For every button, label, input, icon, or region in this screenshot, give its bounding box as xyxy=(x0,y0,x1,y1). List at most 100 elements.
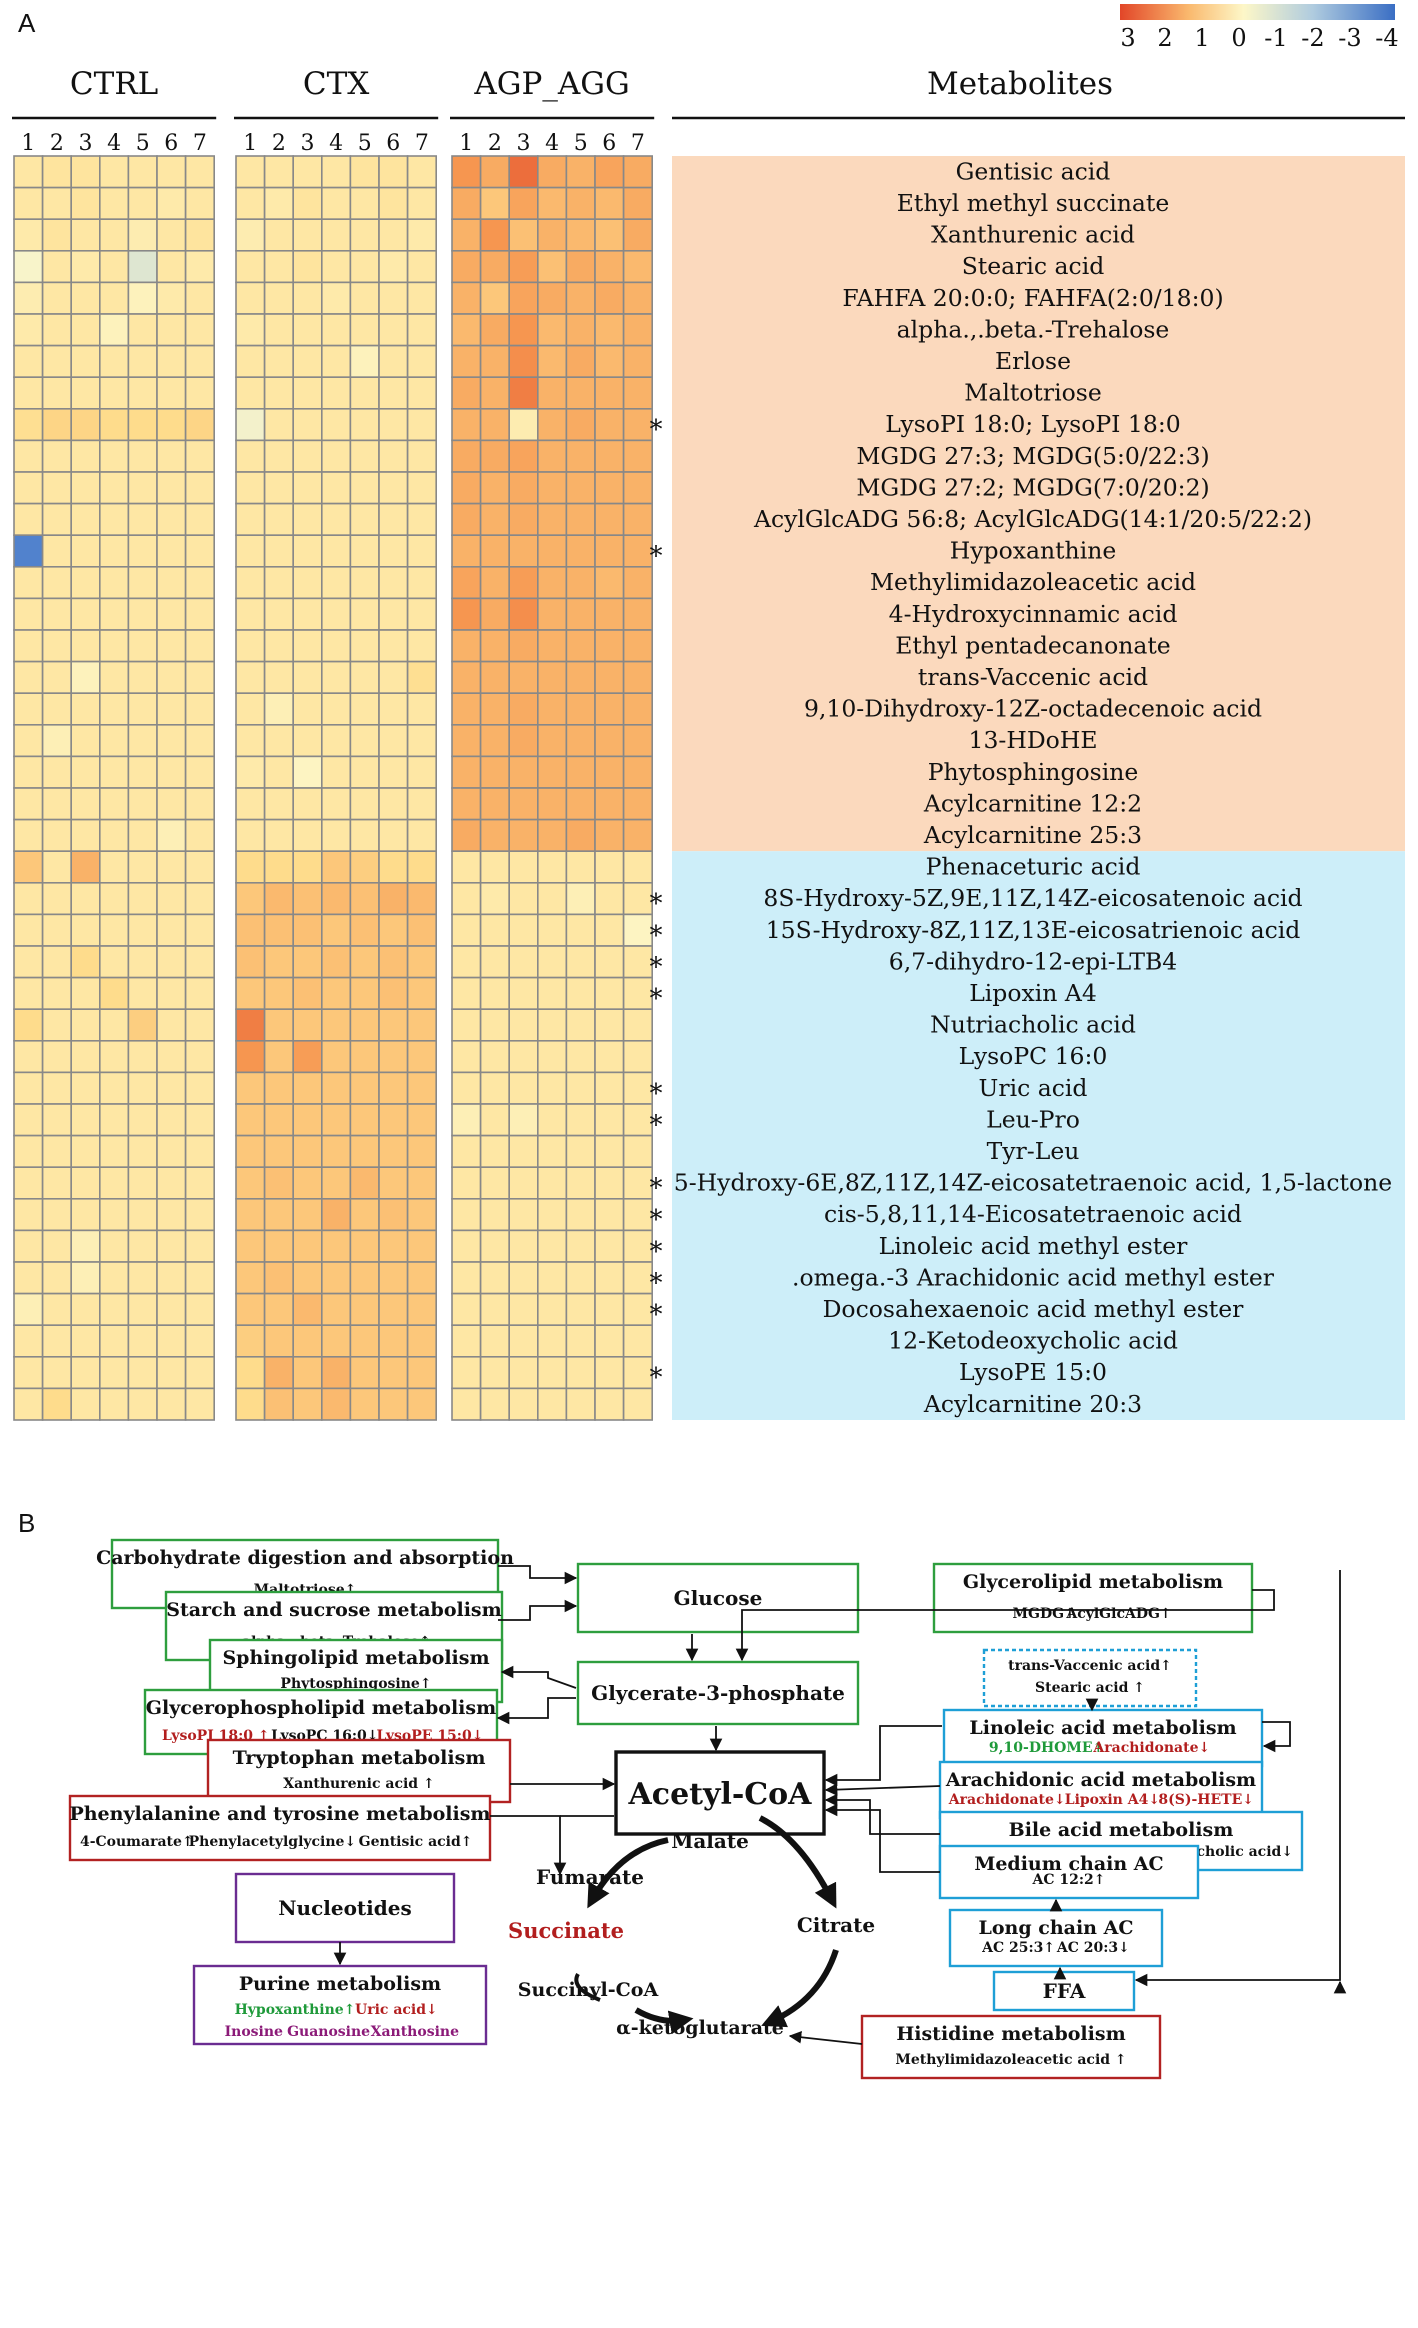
heatmap-cell xyxy=(99,597,130,631)
heatmap-cell xyxy=(479,281,511,315)
heatmap-cell xyxy=(349,660,380,694)
heatmap-cell xyxy=(378,976,409,1010)
metabolite-name: Methylimidazoleacetic acid xyxy=(870,568,1196,596)
heatmap-cell xyxy=(127,850,158,884)
pathway-boxes: Carbohydrate digestion and absorptionMal… xyxy=(68,1538,1304,2080)
heatmap-cell xyxy=(41,565,72,600)
heatmap-cell xyxy=(320,1356,352,1390)
heatmap-cell xyxy=(13,1356,44,1390)
heatmap-cell xyxy=(594,1229,625,1263)
group-title: AGP_AGG xyxy=(473,66,629,102)
heatmap-cell xyxy=(622,344,653,379)
heatmap-cell xyxy=(508,439,539,473)
heatmap-cell xyxy=(406,1008,438,1042)
heatmap-cell xyxy=(479,1324,511,1358)
heatmap-cell xyxy=(508,186,539,221)
heatmap-cell xyxy=(235,945,266,979)
heatmap-cell xyxy=(406,1103,438,1137)
heatmap-cell xyxy=(184,250,216,284)
heatmap-cell xyxy=(406,787,438,821)
heatmap-cell xyxy=(320,344,352,379)
heatmap-cell xyxy=(184,344,216,379)
heatmap-cell xyxy=(263,376,295,410)
heatmap-cell xyxy=(622,186,653,221)
heatmap-cell xyxy=(594,250,625,284)
heatmap-cell xyxy=(406,945,438,979)
heatmap-cell xyxy=(127,913,158,947)
heatmap-cell xyxy=(508,1198,539,1232)
heatmap-cell xyxy=(41,1008,72,1042)
heatmap-cell xyxy=(594,629,625,663)
heatmap-cell xyxy=(292,1040,323,1074)
heatmap-cell xyxy=(536,313,568,347)
tca-succinate: Succinate xyxy=(508,1918,624,1943)
heatmap-cell xyxy=(536,439,568,473)
heatmap-cell xyxy=(622,502,653,537)
heatmap-cell xyxy=(349,439,380,473)
heatmap-cell xyxy=(184,755,216,789)
heatmap-cell xyxy=(565,1292,596,1326)
heatmap-cell xyxy=(99,850,130,884)
heatmap-cell xyxy=(406,186,438,221)
heatmap-cell xyxy=(320,1229,352,1263)
heatmap-cell xyxy=(156,344,187,379)
heatmap-cell xyxy=(13,1134,44,1168)
heatmap-cell xyxy=(70,755,101,789)
metabolite-name: Xanthurenic acid xyxy=(931,221,1135,249)
heatmap-cell xyxy=(451,1134,482,1168)
heatmap-cell xyxy=(565,787,596,821)
pathway-arrows xyxy=(333,1565,1347,2045)
heatmap-cell xyxy=(378,471,409,505)
heatmap-cell xyxy=(565,1324,596,1358)
heatmap-cell xyxy=(378,534,409,568)
box-title: Glycerolipid metabolism xyxy=(963,1571,1223,1593)
heatmap-cell xyxy=(156,660,187,694)
heatmap-cell xyxy=(235,1292,266,1326)
heatmap-cell xyxy=(235,313,266,347)
heatmap-cell xyxy=(594,1356,625,1390)
heatmap-cell xyxy=(349,471,380,505)
heatmap-cell xyxy=(184,1387,216,1421)
heatmap-cell xyxy=(536,692,568,726)
heatmap-cell xyxy=(320,597,352,631)
heatmap-cell xyxy=(565,218,596,252)
heatmap-cell xyxy=(479,1229,511,1263)
heatmap-cell xyxy=(536,850,568,884)
metabolite-name: Erlose xyxy=(995,347,1071,375)
heatmap-cell xyxy=(378,1166,409,1200)
heatmap-cell xyxy=(479,565,511,600)
metabolite-name: Acylcarnitine 25:3 xyxy=(923,821,1142,849)
heatmap-cell xyxy=(235,629,266,663)
heatmap-cell xyxy=(594,1166,625,1200)
heatmap-cell xyxy=(70,1008,101,1042)
metabolite-name: 12-Ketodeoxycholic acid xyxy=(888,1327,1178,1355)
heatmap-cell xyxy=(99,1071,130,1105)
heatmap-cell xyxy=(320,755,352,789)
box-item: 4-Coumarate↑ xyxy=(80,1834,194,1850)
heatmap-cell xyxy=(508,1103,539,1137)
heatmap-cell xyxy=(622,471,653,505)
heatmap-cell xyxy=(263,1229,295,1263)
heatmap-cell xyxy=(292,850,323,884)
metabolite-name: Phytosphingosine xyxy=(928,758,1139,786)
heatmap-cell xyxy=(292,218,323,252)
heatmap-cell xyxy=(263,534,295,568)
heatmap-cell xyxy=(263,660,295,694)
heatmap-cell xyxy=(479,439,511,473)
heatmap-cell xyxy=(184,692,216,726)
heatmap-cell xyxy=(13,186,44,221)
heatmap-cell xyxy=(41,407,72,442)
heatmap-cell xyxy=(378,1229,409,1263)
heatmap-cell xyxy=(99,407,130,442)
heatmap-cell xyxy=(479,534,511,568)
heatmap-cell xyxy=(349,850,380,884)
heatmap-cell xyxy=(13,1324,44,1358)
heatmap-cell xyxy=(235,976,266,1010)
box-item: Lipoxin A4↓ xyxy=(1065,1792,1160,1808)
heatmap-cell xyxy=(99,629,130,663)
heatmap-cell xyxy=(451,471,482,505)
heatmap-cell xyxy=(594,597,625,631)
heatmap-cell xyxy=(320,629,352,663)
heatmap-cell xyxy=(156,1198,187,1232)
